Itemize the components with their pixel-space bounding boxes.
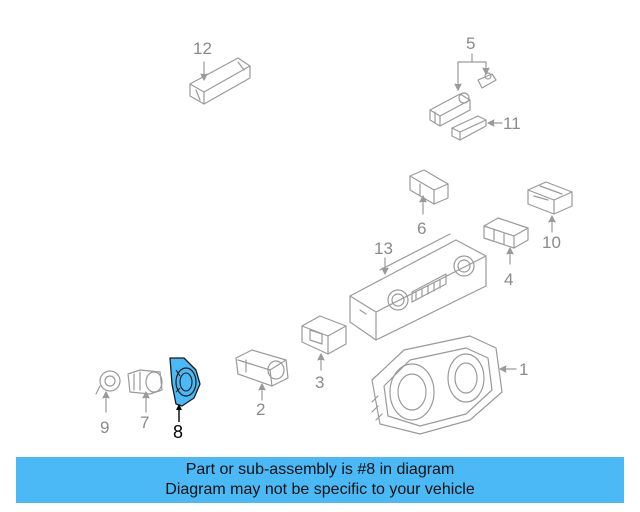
callout-8: 8	[173, 422, 184, 442]
leader-line-5	[457, 53, 487, 89]
part-3-switch	[301, 315, 347, 355]
parts-diagram	[95, 53, 573, 435]
part-12-switch	[189, 57, 251, 105]
part-9-ring	[95, 370, 121, 395]
callout-1: 1	[519, 360, 529, 379]
callout-2: 2	[256, 400, 266, 419]
callout-3: 3	[315, 373, 325, 392]
callout-10: 10	[542, 233, 561, 252]
callout-12: 12	[193, 39, 212, 58]
part-13-climate-control-panel	[349, 233, 487, 341]
callout-9: 9	[100, 418, 110, 437]
part-6-switch	[409, 169, 449, 205]
callout-4: 4	[504, 270, 514, 289]
part-10-switch	[527, 181, 573, 215]
callout-13: 13	[374, 239, 393, 258]
part-11-switch	[451, 115, 487, 141]
part-4-switch	[483, 217, 529, 249]
part-1-instrument-cluster	[371, 335, 503, 435]
part-5-switch-assembly	[429, 72, 497, 127]
callout-11: 11	[503, 114, 521, 133]
part-8-highlighted-switch	[169, 357, 201, 407]
callout-6: 6	[417, 219, 427, 238]
part-2-switch	[235, 349, 289, 387]
callout-7: 7	[140, 413, 150, 432]
banner-line-1: Part or sub-assembly is #8 in diagram	[185, 461, 455, 478]
part-7-bulb-socket	[127, 369, 163, 395]
callout-5: 5	[466, 34, 476, 53]
part-info-banner: Part or sub-assembly is #8 in diagram Di…	[16, 457, 624, 503]
banner-line-2: Diagram may not be specific to your vehi…	[165, 481, 475, 498]
